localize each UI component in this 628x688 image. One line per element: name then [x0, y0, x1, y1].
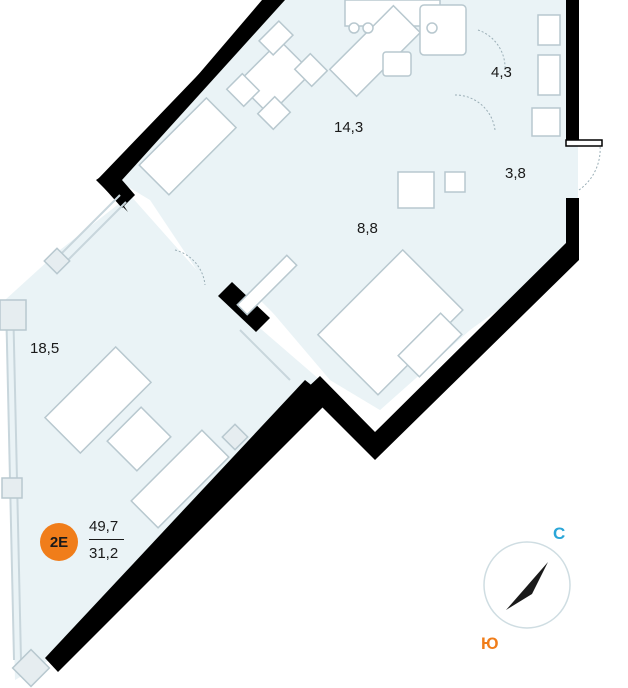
room-area-hall: 3,8	[505, 165, 526, 182]
dining-table	[236, 39, 313, 116]
washer	[537, 14, 561, 46]
compass-south-label: Ю	[481, 634, 499, 653]
bath-sink	[419, 4, 467, 56]
apartment-code-badge: 2E	[40, 523, 78, 561]
room-area-bedroom: 8,8	[357, 220, 378, 237]
shower	[531, 107, 561, 137]
kitchen-sofa	[138, 96, 238, 196]
living-area: 31,2	[89, 545, 119, 562]
doors	[174, 29, 601, 286]
tv-stand	[130, 429, 230, 529]
compass	[483, 541, 571, 629]
compass-needle	[506, 562, 548, 610]
wall-right-top	[566, 0, 579, 142]
wall-lower-left	[45, 380, 330, 672]
wardrobe	[236, 254, 298, 316]
room-area-bathroom: 4,3	[491, 64, 512, 81]
room-area-kitchen: 14,3	[334, 119, 364, 136]
room-area-living: 18,5	[30, 340, 60, 357]
area-divider	[89, 539, 124, 540]
window-posts	[0, 247, 249, 688]
total-area: 49,7	[89, 518, 119, 535]
wall-upper-diagonal	[97, 0, 285, 208]
compass-north-label: С	[553, 524, 566, 543]
coffee-table	[106, 406, 172, 472]
fridge	[397, 171, 435, 209]
living-sofa	[43, 345, 153, 455]
furniture	[43, 0, 561, 529]
entrance-door	[565, 139, 603, 147]
